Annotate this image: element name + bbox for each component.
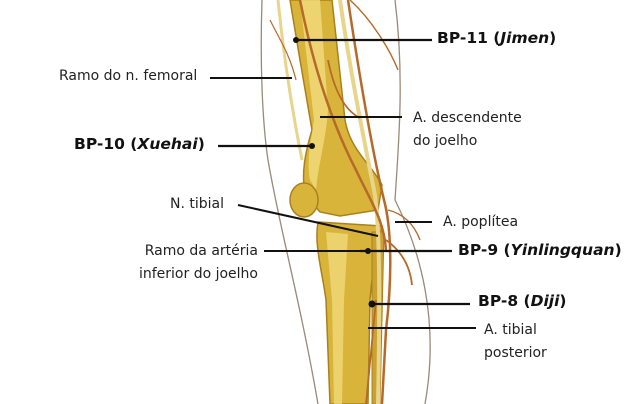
label-a-tibial: A. tibial posterior — [484, 322, 547, 361]
femur-highlight — [300, 0, 328, 190]
inferior-knee-artery — [385, 239, 413, 286]
label-ramo-femoral: Ramo do n. femoral — [59, 68, 198, 84]
skin-outline-medial — [260, 0, 319, 404]
label-bp9: BP-9 (Yinlingquan) — [458, 241, 622, 259]
tibial-nerve — [338, 0, 382, 404]
bp9-point-marker — [365, 248, 371, 254]
label-bp10: BP-10 (Xuehai) — [74, 135, 205, 153]
vessel-branch-a — [349, 0, 399, 71]
label-bp11: BP-11 (Jimen) — [437, 29, 557, 47]
descending-artery — [327, 59, 361, 119]
label-bp8: BP-8 (Diji) — [478, 292, 567, 310]
bp8-point-marker — [368, 300, 376, 308]
bp11-point-marker — [293, 37, 299, 43]
skin-outline-lateral — [394, 0, 431, 404]
posterior-tibial-artery — [365, 299, 377, 404]
label-ramo-arteria: Ramo da artéria inferior do joelho — [138, 243, 258, 282]
label-a-poplitea: A. poplítea — [443, 214, 519, 230]
bp10-point-marker — [309, 143, 315, 149]
vessel-branch-c — [387, 209, 421, 241]
label-a-descendente: A. descendente do joelho — [413, 110, 522, 149]
tibia-highlight — [326, 232, 348, 404]
label-n-tibial: N. tibial — [170, 196, 224, 212]
popliteal-artery — [346, 0, 392, 404]
leader-n-tibial — [237, 204, 379, 237]
femoral-artery — [298, 0, 388, 251]
vessel-branch-b — [269, 19, 297, 81]
patella-bone — [289, 182, 319, 218]
